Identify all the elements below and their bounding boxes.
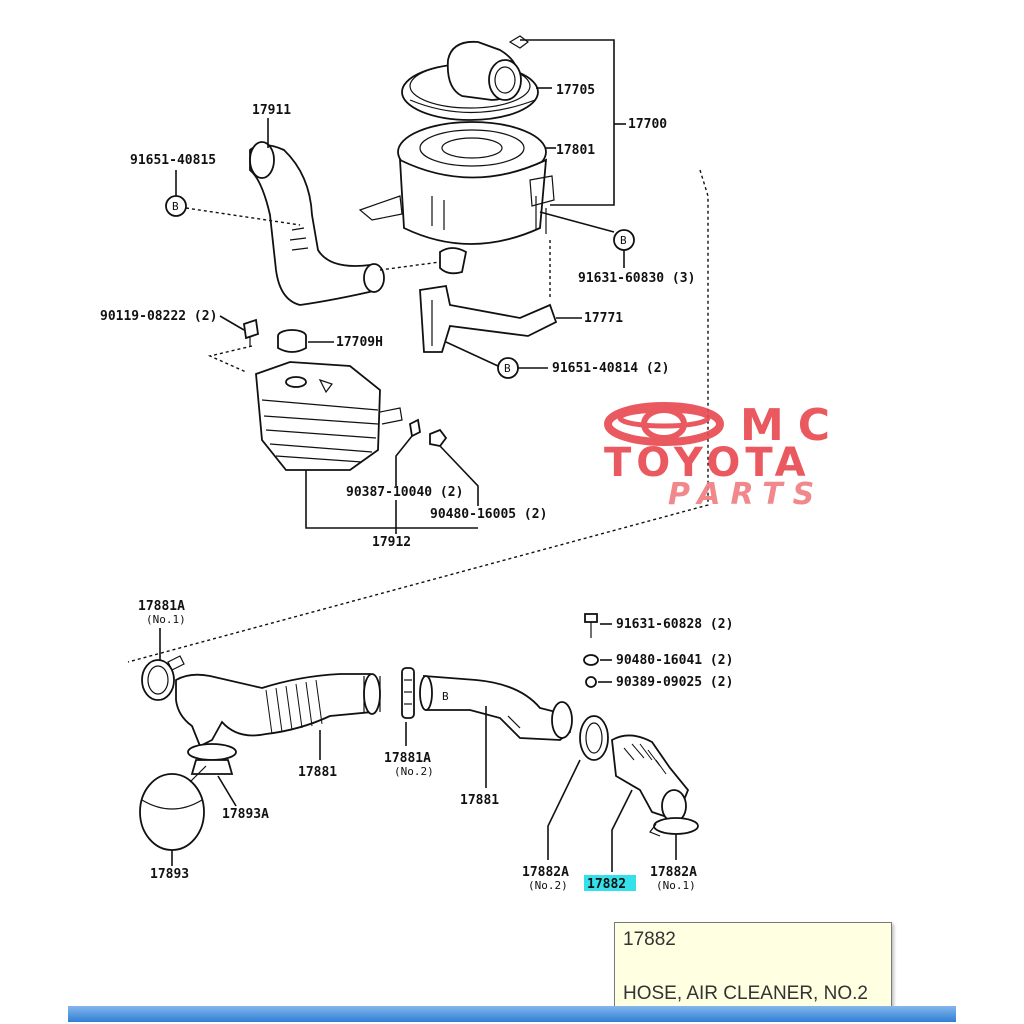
label-17771[interactable]: 17771 (584, 311, 623, 326)
label-17882-highlight (584, 875, 636, 891)
window-bottom-bar (68, 1006, 956, 1022)
clamp-17881a-no1[interactable] (141, 655, 185, 701)
label-90389-09025[interactable]: 90389-09025 (2) (616, 675, 733, 690)
nut-90480-16005[interactable] (429, 428, 448, 447)
inlet-air-cleaner-17911[interactable] (249, 141, 385, 306)
clamp-17881a-no2[interactable] (401, 667, 415, 719)
resonator-17912[interactable] (255, 361, 403, 471)
label-17882[interactable]: 17882 (587, 877, 626, 892)
label-17882a-no1-sub: (No.1) (656, 879, 696, 892)
label-17881-left[interactable]: 17881 (298, 765, 337, 780)
label-17882a-no1[interactable]: 17882A (650, 865, 697, 880)
bolt-marker-91651-40814: B (497, 357, 519, 379)
label-17801[interactable]: 17801 (556, 143, 595, 158)
bolt-marker-91631-60830: B (613, 229, 635, 251)
nut-90387[interactable] (409, 418, 421, 438)
label-91651-40814[interactable]: 91651-40814 (2) (552, 361, 669, 376)
label-17881-right[interactable]: 17881 (460, 793, 499, 808)
hose-17881-left[interactable] (175, 673, 381, 748)
bolt-90119[interactable] (243, 318, 259, 346)
part-tooltip: 17882 HOSE, AIR CLEANER, NO.2 (614, 922, 892, 1012)
air-cleaner-cap-17705[interactable] (401, 40, 539, 121)
bracket-17771[interactable] (419, 284, 558, 353)
label-91631-60828[interactable]: 91631-60828 (2) (616, 617, 733, 632)
label-17912[interactable]: 17912 (372, 535, 411, 550)
svg-text:B: B (620, 234, 627, 247)
bolt-marker-91651-40815: B (165, 195, 187, 217)
svg-text:PARTS: PARTS (668, 477, 824, 512)
hose-17882[interactable] (611, 734, 690, 823)
air-cleaner-case-17801[interactable] (358, 121, 555, 275)
label-91651-40815[interactable]: 91651-40815 (130, 153, 216, 168)
label-17881a-no1-sub: (No.1) (146, 613, 186, 626)
svg-text:B: B (442, 690, 449, 703)
bolt-91631-60828[interactable] (584, 613, 598, 638)
label-17893[interactable]: 17893 (150, 867, 189, 882)
tooltip-description: HOSE, AIR CLEANER, NO.2 (623, 983, 868, 1004)
nut-90480-16041[interactable] (583, 654, 599, 666)
label-17882a-no2[interactable]: 17882A (522, 865, 569, 880)
washer-90389-09025[interactable] (585, 676, 597, 688)
tooltip-part-number: 17882 (623, 929, 676, 950)
toyota-emblem-icon (604, 402, 724, 446)
svg-text:MC: MC (740, 400, 844, 451)
label-17709h[interactable]: 17709H (336, 335, 383, 350)
hose-17881-right[interactable]: B (419, 675, 573, 741)
label-90480-16005[interactable]: 90480-16005 (2) (430, 507, 547, 522)
label-17893a[interactable]: 17893A (222, 807, 269, 822)
svg-text:B: B (172, 200, 179, 213)
label-17911[interactable]: 17911 (252, 103, 291, 118)
label-17881a-no2-sub: (No.2) (394, 765, 434, 778)
clamp-17882a-no1[interactable] (649, 817, 699, 837)
grommet-17709h[interactable] (277, 329, 307, 353)
label-90480-16041[interactable]: 90480-16041 (2) (616, 653, 733, 668)
label-17700[interactable]: 17700 (628, 117, 667, 132)
svg-text:B: B (504, 362, 511, 375)
label-90387-10040[interactable]: 90387-10040 (2) (346, 485, 463, 500)
svg-text:TOYOTA: TOYOTA (604, 440, 811, 486)
label-17705[interactable]: 17705 (556, 83, 595, 98)
omc-toyota-parts-watermark: MC TOYOTA PARTS (604, 400, 844, 512)
label-17881a-no1[interactable]: 17881A (138, 599, 185, 614)
label-91631-60830[interactable]: 91631-60830 (3) (578, 271, 695, 286)
clamp-17882a-no2[interactable] (579, 715, 609, 761)
label-17881a-no2[interactable]: 17881A (384, 751, 431, 766)
label-90119-08222[interactable]: 90119-08222 (2) (100, 309, 217, 324)
resonator-17893[interactable] (139, 743, 237, 851)
label-17882a-no2-sub: (No.2) (528, 879, 568, 892)
